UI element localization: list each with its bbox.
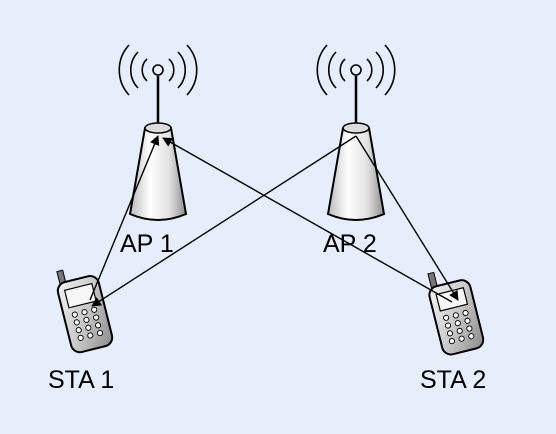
ap2-tower-icon xyxy=(326,123,386,221)
sta2-phone-icon xyxy=(427,271,485,356)
ap1-label: AP 1 xyxy=(120,230,174,258)
sta1-label: STA 1 xyxy=(48,366,114,394)
link-ap2-sta2 xyxy=(355,135,459,301)
ap2-signal-icon xyxy=(316,44,396,96)
sta2-label: STA 2 xyxy=(420,366,486,394)
ap1-node xyxy=(118,44,198,221)
ap1-tower-icon xyxy=(128,123,188,221)
ap1-signal-icon xyxy=(118,44,198,96)
link-ap2-sta1 xyxy=(91,135,357,307)
link-sta2-ap1 xyxy=(162,137,453,303)
ap2-label: AP 2 xyxy=(323,230,377,258)
link-sta1-ap1 xyxy=(89,135,160,301)
sta1-phone-icon xyxy=(56,269,114,354)
ap2-node xyxy=(316,44,396,221)
